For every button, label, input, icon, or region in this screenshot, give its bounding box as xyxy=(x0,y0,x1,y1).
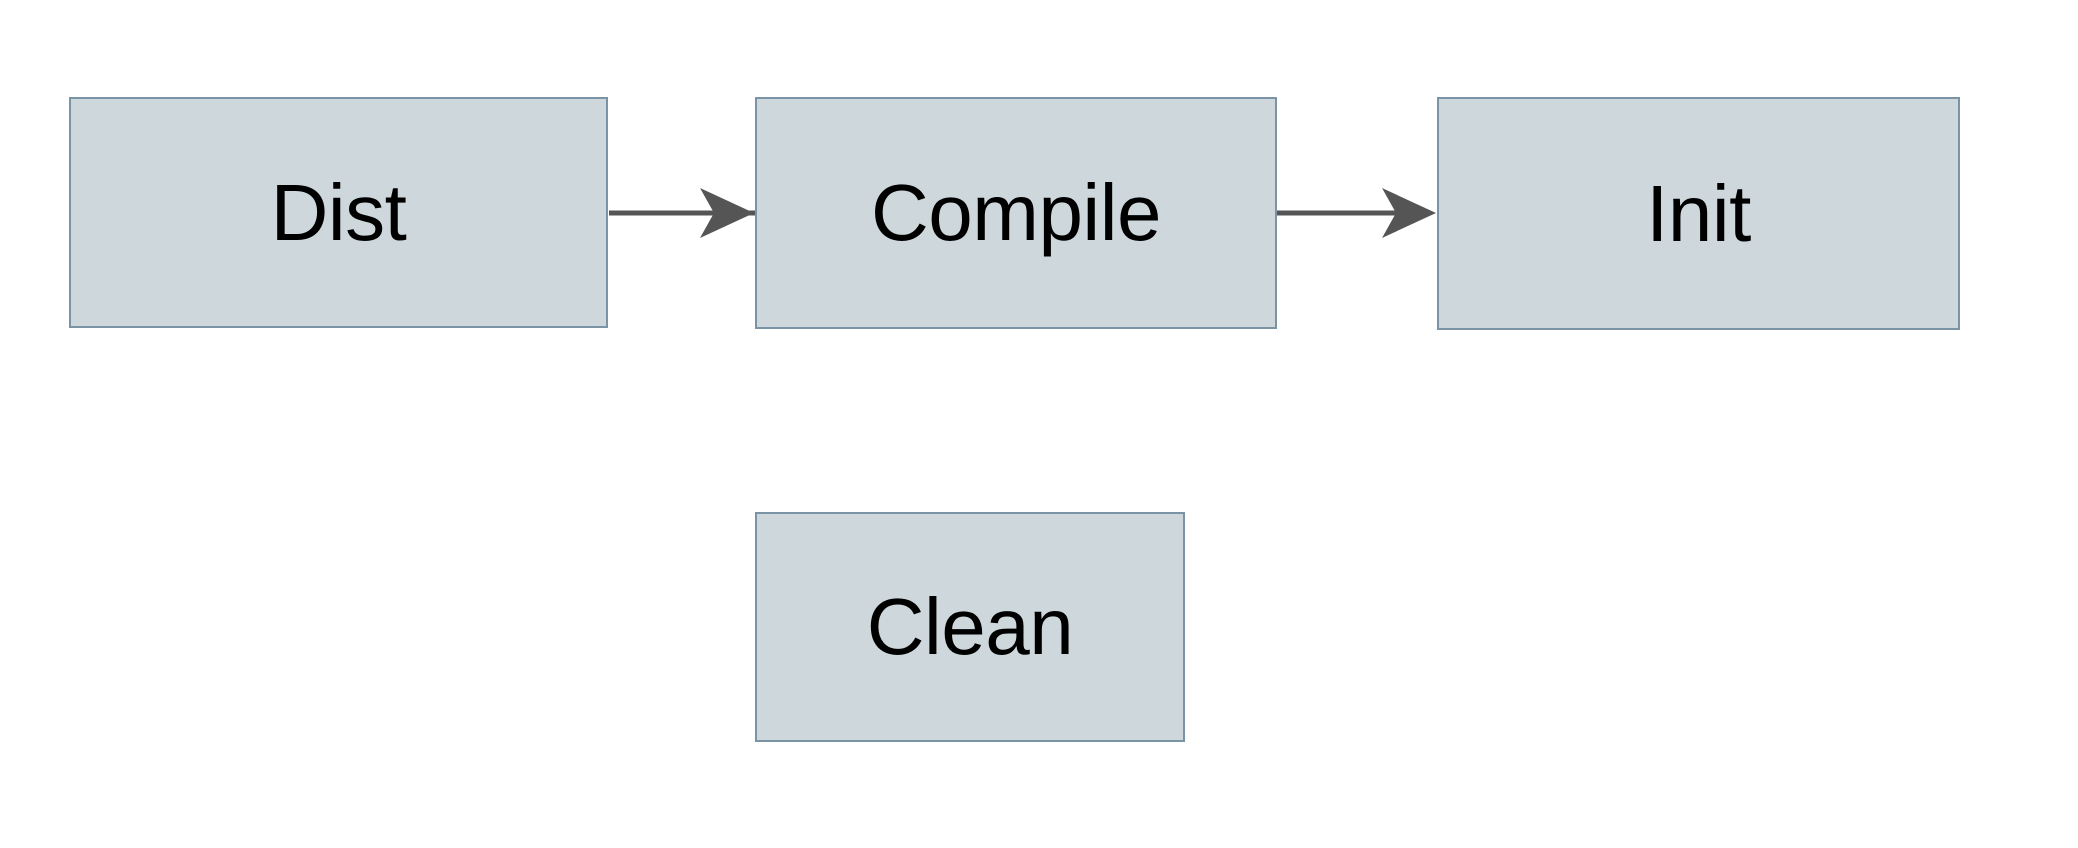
node-label-init: Init xyxy=(1646,168,1751,258)
node-label-clean: Clean xyxy=(866,582,1074,671)
edge-compile-init[interactable] xyxy=(1278,188,1436,238)
arrowhead-dist-compile xyxy=(700,188,754,238)
node-dist[interactable]: Dist xyxy=(69,97,608,328)
node-init[interactable]: Init xyxy=(1437,97,1960,330)
node-label-dist: Dist xyxy=(270,167,407,257)
node-compile[interactable]: Compile xyxy=(755,97,1277,329)
node-label-compile: Compile xyxy=(871,168,1161,257)
edge-dist-compile[interactable] xyxy=(609,188,754,238)
arrowhead-compile-init xyxy=(1382,188,1436,238)
node-clean[interactable]: Clean xyxy=(755,512,1185,742)
